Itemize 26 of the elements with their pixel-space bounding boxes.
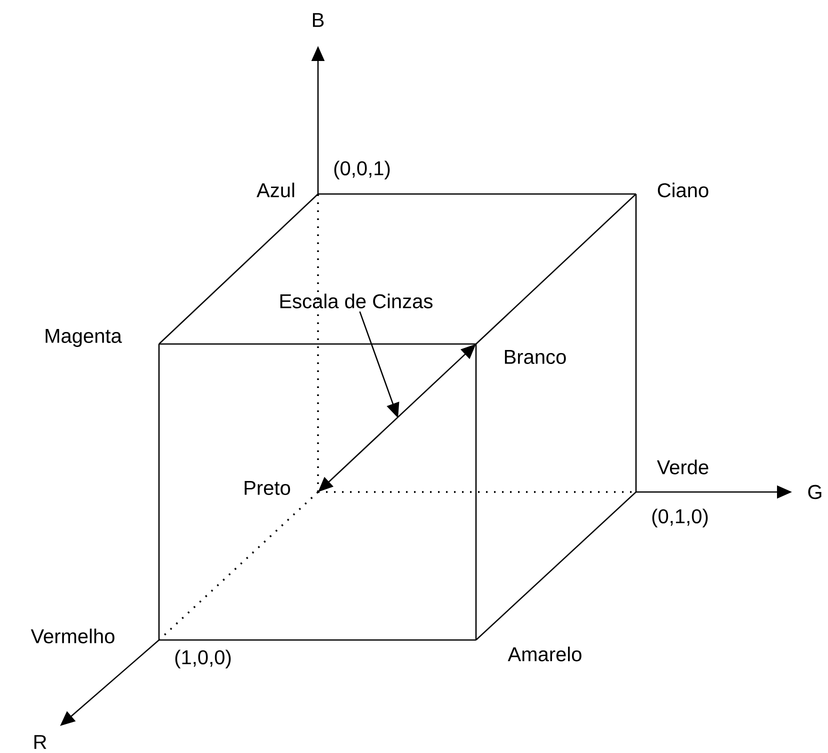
cube-edge: [476, 492, 636, 640]
cube-edge: [635, 194, 637, 492]
cube-edge: [476, 194, 636, 344]
corner-label: Branco: [504, 350, 566, 364]
cube-edge: [318, 193, 636, 195]
cube-edge: [159, 343, 476, 345]
axis-label: G: [808, 484, 822, 500]
corner-label: Amarelo: [508, 646, 582, 662]
corner-label: Verde: [656, 460, 708, 474]
cube-edge: [317, 194, 319, 492]
axis-label: B: [312, 13, 324, 27]
callout-text: Escala de Cinzas: [280, 294, 432, 308]
cube-edge: [158, 491, 319, 641]
cube-edge: [158, 344, 160, 640]
coordinate-label: (0,0,1): [334, 160, 390, 180]
corner-label: Preto: [244, 481, 290, 495]
cube-edge: [475, 344, 477, 640]
corner-label: Ciano: [658, 182, 708, 198]
cube-edge: [159, 639, 476, 641]
cube-edge: [158, 194, 318, 344]
axis-label: R: [34, 735, 46, 749]
coordinate-label: (1,0,0): [175, 650, 231, 668]
coordinate-label: (0,1,0): [652, 508, 708, 528]
corner-label: Vermelho: [30, 628, 114, 644]
corner-label: Magenta: [46, 329, 122, 347]
corner-label: Azul: [256, 182, 294, 198]
